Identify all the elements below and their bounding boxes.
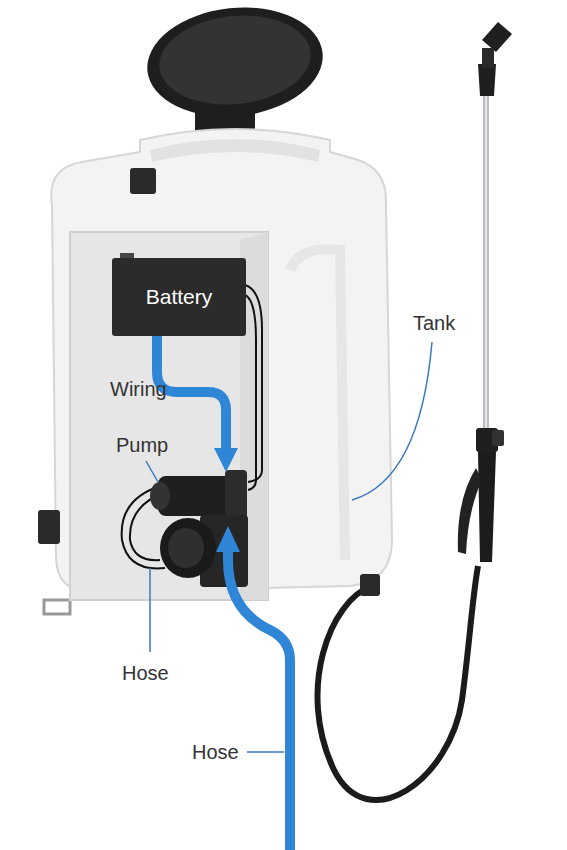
spray-hose (318, 566, 478, 800)
part-label: Hose (192, 741, 239, 764)
part-label: Wiring (110, 378, 167, 401)
flow-arrow (157, 336, 290, 850)
tank-side (290, 249, 345, 560)
node-label: Battery (146, 285, 213, 309)
spray-wand (458, 22, 512, 562)
tank-cutaway (70, 232, 268, 600)
part-label: Hose (122, 662, 169, 685)
tank-lid (142, 0, 328, 138)
battery-terminal (120, 253, 134, 258)
tank-strap-clip (38, 510, 60, 544)
part-label: Pump (116, 434, 168, 457)
leader-line (146, 342, 432, 752)
tank-strap-clip (130, 168, 156, 194)
hose-fitting (360, 574, 380, 596)
tank-ring (44, 600, 70, 614)
battery-box: Battery (112, 258, 246, 336)
part-label: Tank (413, 312, 455, 335)
tank-handle (150, 139, 320, 162)
